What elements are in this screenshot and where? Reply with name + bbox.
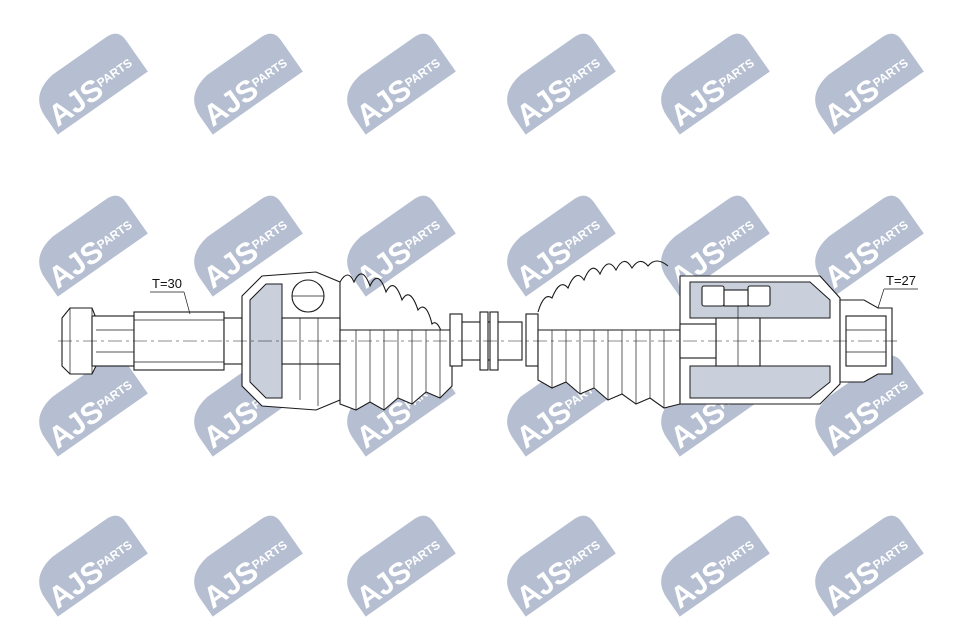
inner-tripod-joint bbox=[679, 275, 841, 405]
right-boot bbox=[537, 260, 681, 409]
right-teeth-callout: T=27 bbox=[877, 273, 918, 309]
left-boot bbox=[339, 273, 463, 411]
drive-shaft bbox=[58, 260, 900, 411]
right-teeth-label: T=27 bbox=[886, 273, 916, 288]
left-teeth-callout: T=30 bbox=[150, 276, 191, 315]
left-teeth-label: T=30 bbox=[152, 276, 182, 291]
